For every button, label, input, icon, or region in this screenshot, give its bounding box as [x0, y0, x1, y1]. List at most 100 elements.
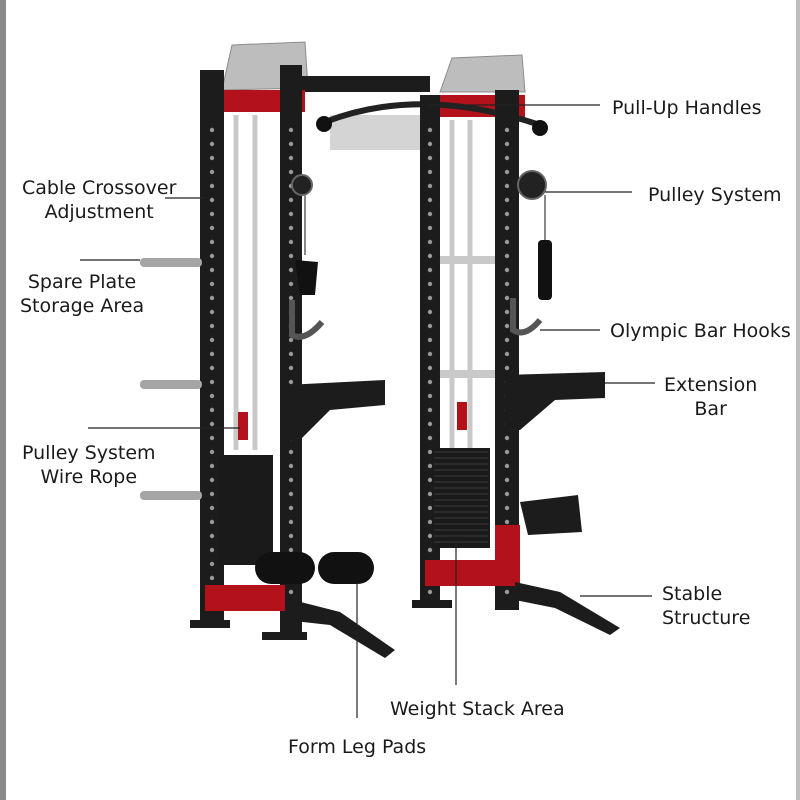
upright-hole [209, 491, 215, 497]
label-pulley-system: Pulley System [648, 183, 782, 207]
upright-hole [504, 239, 510, 245]
upright-hole [427, 211, 433, 217]
upright-hole [427, 491, 433, 497]
upright-hole [209, 169, 215, 175]
upright-hole [209, 533, 215, 539]
upright-inner-left [280, 65, 302, 635]
upright-hole [288, 267, 294, 273]
upright-hole [288, 449, 294, 455]
upright-hole [209, 127, 215, 133]
handle-right [538, 240, 552, 300]
upright-hole [288, 197, 294, 203]
right-border [796, 0, 800, 800]
upright-hole [209, 155, 215, 161]
upright-hole [427, 323, 433, 329]
upright-hole [209, 379, 215, 385]
label-olympic-bar-hooks: Olympic Bar Hooks [610, 319, 791, 343]
upright-hole [504, 589, 510, 595]
upright-hole [209, 281, 215, 287]
label-stable-structure: Stable Structure [662, 582, 750, 630]
upright-hole [504, 281, 510, 287]
label-text: Adjustment [44, 201, 154, 223]
upright-hole [504, 267, 510, 273]
leg-pad-left [255, 552, 315, 584]
upright-hole [288, 281, 294, 287]
upright-hole [209, 211, 215, 217]
upright-hole [427, 435, 433, 441]
upright-hole [504, 141, 510, 147]
label-text: Pulley System [22, 442, 156, 464]
label-text: Weight Stack Area [390, 698, 565, 720]
upright-hole [288, 533, 294, 539]
upright-hole [209, 365, 215, 371]
upright-hole [427, 547, 433, 553]
upright-hole [504, 449, 510, 455]
upright-hole [288, 365, 294, 371]
upright-hole [288, 519, 294, 525]
top-red-band-left [200, 90, 305, 112]
foot-left [285, 598, 395, 658]
label-text: Bar [694, 398, 727, 420]
upright-hole [504, 337, 510, 343]
upright-hole [209, 407, 215, 413]
upright-hole [427, 169, 433, 175]
upright-hole [288, 127, 294, 133]
upright-hole [288, 211, 294, 217]
handle-left [295, 260, 318, 295]
upright-hole [504, 127, 510, 133]
upright-hole [209, 141, 215, 147]
label-text: Spare Plate [27, 271, 137, 293]
upright-hole [209, 295, 215, 301]
upright-hole [209, 435, 215, 441]
upright-hole [427, 197, 433, 203]
label-pulley-wire-rope: Pulley System Wire Rope [22, 441, 156, 489]
upright-hole [504, 365, 510, 371]
upright-hole [504, 155, 510, 161]
upright-hole [209, 547, 215, 553]
upright-hole [427, 155, 433, 161]
upright-hole [504, 309, 510, 315]
upright-hole [209, 323, 215, 329]
upright-hole [504, 323, 510, 329]
upright-hole [288, 225, 294, 231]
foot-base-mid [262, 632, 307, 640]
stack-selector-left [238, 412, 248, 440]
upright-hole [209, 225, 215, 231]
upright-hole [288, 253, 294, 259]
upright-hole [427, 309, 433, 315]
upright-hole [427, 407, 433, 413]
upright-hole [427, 141, 433, 147]
upright-hole [288, 337, 294, 343]
foot-base-right [412, 600, 452, 608]
top-crossbar [300, 76, 430, 92]
upright-hole [288, 505, 294, 511]
upright-hole [427, 183, 433, 189]
foot-base-left [190, 620, 230, 628]
label-text: Structure [662, 607, 751, 629]
upright-hole [504, 491, 510, 497]
upright-hole [427, 295, 433, 301]
bar-hook-left [289, 300, 325, 340]
upright-hole [209, 421, 215, 427]
upright-hole [209, 309, 215, 315]
upright-hole [209, 197, 215, 203]
plate-peg-3 [140, 491, 202, 500]
dip-attachment [520, 495, 582, 535]
upright-hole [427, 253, 433, 259]
upright-hole [427, 379, 433, 385]
upright-hole [427, 267, 433, 273]
label-spare-plate-storage: Spare Plate Storage Area [20, 270, 144, 318]
weight-stack-left [218, 455, 273, 565]
upright-hole [504, 463, 510, 469]
extension-bar-right [505, 372, 605, 430]
upright-hole [288, 477, 294, 483]
label-form-leg-pads: Form Leg Pads [288, 735, 426, 759]
upright-hole [288, 239, 294, 245]
upright-hole [504, 505, 510, 511]
plate-peg-2 [140, 380, 202, 389]
label-text: Pull-Up Handles [612, 97, 762, 119]
upright-hole [288, 463, 294, 469]
upright-hole [209, 575, 215, 581]
